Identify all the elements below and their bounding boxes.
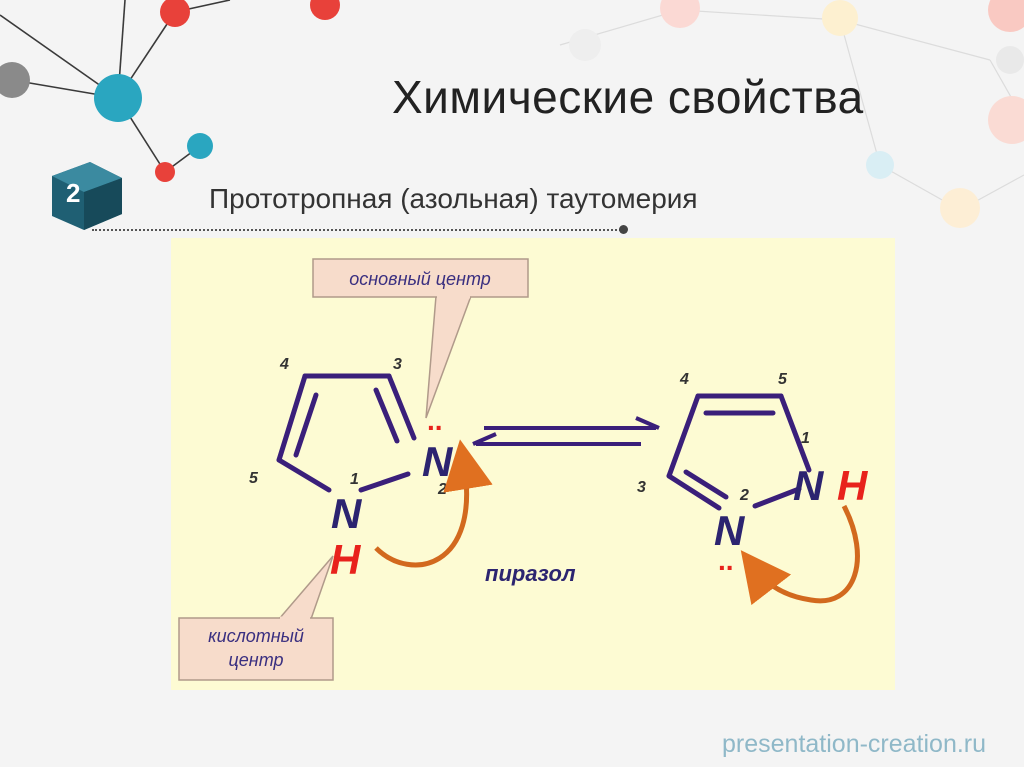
left-num-2: 2: [437, 481, 447, 498]
divider-end-dot: [619, 225, 628, 234]
equilibrium-arrows: [472, 416, 660, 446]
right-num-1: 1: [801, 430, 810, 447]
right-atom-h: H: [837, 462, 869, 509]
left-num-4: 4: [279, 356, 289, 373]
right-lone-pair: ..: [718, 545, 734, 576]
tautomerism-diagram: основный центр кислотный центр N N H .. …: [171, 238, 895, 690]
callout-acidic-text-1: кислотный: [208, 626, 304, 646]
callout-basic-center: основный центр: [312, 258, 529, 419]
right-num-2: 2: [739, 487, 749, 504]
slide-subtitle: Прототропная (азольная) таутомерия: [209, 183, 698, 214]
footer-watermark: presentation-creation.ru: [722, 730, 987, 758]
section-number: 2: [66, 178, 81, 208]
right-curved-arrow: [740, 504, 860, 606]
callout-acidic-text-2: центр: [228, 650, 283, 670]
left-num-5: 5: [249, 470, 259, 487]
left-num-1: 1: [350, 471, 359, 488]
dotted-divider: [92, 229, 624, 231]
left-ring-bonds: [276, 373, 417, 493]
left-atom-n2: N: [422, 438, 454, 485]
right-num-4: 4: [679, 371, 689, 388]
right-ring-bonds: [666, 393, 812, 511]
left-curved-arrow: [374, 439, 493, 568]
callout-acidic-center: кислотный центр: [178, 555, 334, 681]
right-atom-n1: N: [793, 462, 825, 509]
right-num-5: 5: [778, 371, 788, 388]
callout-basic-text: основный центр: [349, 269, 491, 289]
right-num-3: 3: [637, 479, 646, 496]
slide-title: Химические свойства: [392, 71, 864, 123]
left-atom-n1: N: [331, 490, 363, 537]
left-lone-pair: ..: [427, 405, 443, 436]
right-atom-n2: N: [714, 507, 746, 554]
section-badge: [52, 162, 122, 230]
compound-name: пиразол: [485, 561, 576, 586]
left-num-3: 3: [393, 356, 402, 373]
left-atom-h: H: [330, 536, 362, 583]
